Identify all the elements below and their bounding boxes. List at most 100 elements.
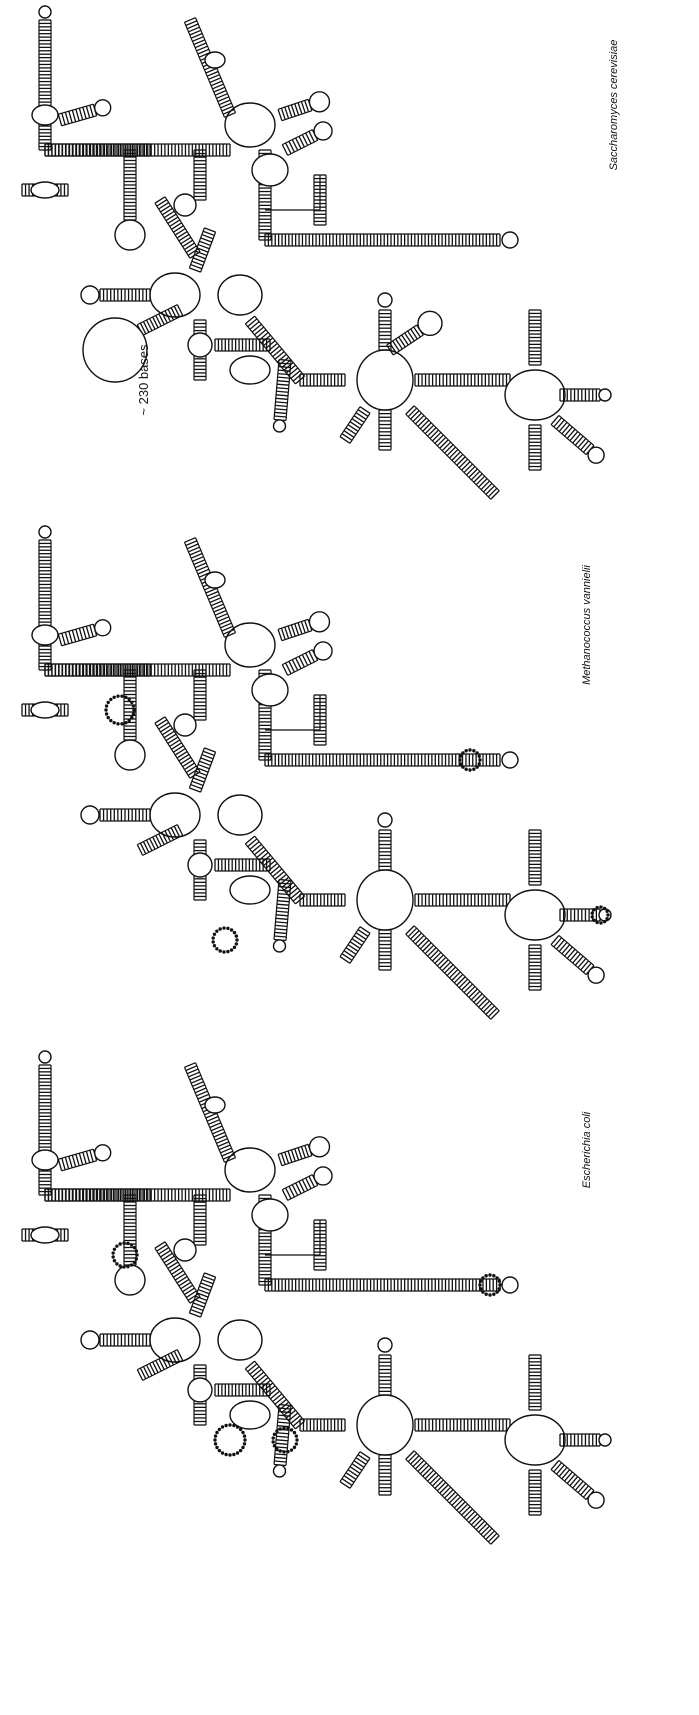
base-pair-rung [276, 1435, 289, 1438]
helix-stem [99, 1333, 151, 1347]
base-pair-rung [272, 868, 283, 878]
base-pair-rung [490, 1010, 500, 1020]
nucleotide-dot [497, 1279, 501, 1283]
loop [114, 739, 146, 771]
nucleotide-dot [111, 1251, 115, 1255]
base-pair-rung [419, 939, 430, 950]
loop-bulge [356, 349, 414, 411]
base-pair-rung [304, 1145, 310, 1158]
base-pair-rung [483, 1528, 493, 1538]
nucleotide-dot [232, 930, 237, 935]
loop-bulge [229, 355, 271, 385]
base-pair-rung [205, 67, 218, 74]
base-pair-rung [89, 1150, 94, 1162]
base-pair-rung [89, 625, 94, 637]
helix-strand [277, 1143, 309, 1155]
helix-stem [405, 405, 500, 500]
loop-bulge [204, 51, 226, 69]
base-pair-rung [275, 404, 288, 408]
helix-strand [285, 880, 292, 941]
base-pair-rung [485, 1530, 495, 1540]
base-pair-rung [163, 730, 175, 739]
base-pair-rung [196, 767, 209, 773]
base-pair-rung [277, 1417, 290, 1421]
nucleotide-dot [468, 768, 472, 772]
nucleotide-dot [477, 754, 481, 758]
nucleotide-dot [478, 1283, 482, 1287]
base-pair-rung [287, 1150, 293, 1163]
base-pair-rung [574, 435, 584, 446]
base-pair-rung [78, 108, 84, 120]
base-pair-rung [449, 969, 459, 979]
base-pair-rung [185, 245, 197, 253]
base-pair-rung [189, 29, 202, 36]
nucleotide-dot [213, 1442, 218, 1446]
base-pair-rung [439, 1484, 449, 1494]
base-pair-rung [339, 1481, 351, 1489]
nucleotide-dot [104, 704, 109, 708]
nucleotide-dot [215, 929, 219, 933]
base-pair-rung [292, 1417, 303, 1427]
base-pair-rung [160, 1249, 171, 1258]
base-pair-rung [285, 884, 296, 894]
base-pair-rung [274, 1396, 285, 1405]
base-pair-rung [301, 1179, 309, 1191]
insertion-note-text: ~ 230 bases [136, 344, 151, 416]
base-pair-rung [300, 101, 306, 114]
loop [308, 611, 331, 633]
base-pair-rung [422, 942, 432, 952]
nucleotide-dot [464, 767, 468, 771]
nucleotide-dot [116, 722, 120, 726]
loop-bulge [31, 1149, 59, 1171]
base-pair-rung [222, 108, 235, 115]
base-pair-rung [256, 329, 267, 338]
base-pair-rung [224, 1157, 236, 1163]
base-pair-rung [347, 1469, 359, 1477]
base-pair-rung [152, 836, 159, 848]
base-pair-rung [155, 315, 162, 327]
base-pair-rung [439, 439, 449, 449]
nucleotide-dot [242, 1434, 247, 1438]
loop [93, 1144, 112, 1162]
base-pair-rung [186, 1068, 199, 1075]
base-pair-rung [281, 1189, 289, 1201]
helix-stem [550, 1459, 595, 1501]
base-pair-rung [217, 1141, 230, 1148]
nucleotide-dot [112, 1259, 117, 1263]
helix-stem [214, 858, 271, 872]
base-pair-rung [278, 882, 291, 885]
base-pair-rung [173, 305, 181, 318]
base-pair-rung [298, 136, 305, 148]
base-pair-rung [193, 1084, 206, 1091]
loop [38, 525, 52, 539]
single-strand [265, 695, 321, 731]
base-pair-rung [61, 113, 66, 125]
base-pair-rung [355, 1457, 367, 1465]
base-pair-rung [564, 426, 573, 437]
base-pair-rung [216, 1138, 228, 1144]
helix-strand [273, 359, 280, 420]
base-pair-rung [197, 1093, 210, 1100]
base-pair-rung [274, 415, 287, 418]
base-pair-rung [290, 1415, 301, 1424]
base-pair-rung [577, 1483, 587, 1494]
base-pair-rung [274, 928, 287, 931]
base-pair-rung [285, 662, 292, 674]
base-pair-rung [278, 1407, 291, 1410]
base-pair-rung [475, 475, 486, 486]
base-pair-rung [197, 1288, 210, 1295]
base-pair-rung [470, 1515, 481, 1526]
base-pair-rung [291, 659, 299, 671]
nucleotide-dot [292, 1430, 297, 1435]
loop-bulge [224, 102, 276, 148]
base-pair-rung [451, 971, 461, 981]
nucleotide-dot [235, 938, 239, 942]
base-pair-rung [473, 473, 483, 483]
helix-stem [38, 1064, 52, 1196]
base-pair-rung [217, 96, 230, 103]
base-pair-rung [463, 463, 473, 473]
loop [114, 1264, 146, 1296]
base-pair-rung [214, 1134, 227, 1141]
nucleotide-dot [232, 1423, 236, 1428]
helix-stem [299, 1418, 346, 1432]
